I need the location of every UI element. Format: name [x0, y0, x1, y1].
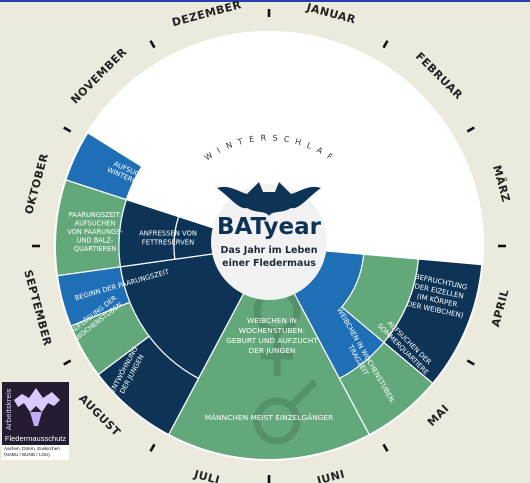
winter-label-char: C	[283, 135, 290, 145]
winter-label-char: W	[203, 150, 215, 162]
label-anfressen-line: ANFRESSEN VON	[139, 230, 197, 238]
winter-label-char: H	[294, 137, 302, 147]
label-anfressen-line: FETTRESERVEN	[142, 239, 194, 247]
month-label-januar: JANUAR	[304, 1, 357, 27]
bat-icon	[217, 182, 321, 216]
year-disk	[54, 31, 484, 461]
month-tick	[382, 40, 389, 49]
month-tick	[149, 40, 156, 49]
winter-label-char: A	[315, 145, 325, 156]
label-weibchen-geburt-line: GEBURT UND AUFZUCHT	[226, 336, 318, 345]
month-label-maerz: MÄRZ	[490, 164, 513, 204]
month-label-april: APRIL	[489, 288, 512, 329]
winter-label-char: I	[215, 146, 221, 155]
winter-label-char: F	[325, 152, 334, 162]
label-maennchen-line: MÄNNCHEN MEIST EINZELGÄNGER	[205, 413, 334, 422]
gender-symbol-icon	[253, 287, 318, 445]
month-label-oktober: OKTOBER	[22, 152, 51, 216]
label-paarungszeit-line: VON PAARUNGS-	[67, 228, 123, 236]
month-label-september: SEPTEMBER	[21, 268, 54, 347]
winter-label-char: R	[260, 133, 266, 142]
logo-bat-icon	[14, 388, 60, 426]
winter-label-char: T	[236, 137, 244, 147]
logo-sub-line1: Aachen, Düren, Euskirchen	[4, 446, 60, 451]
center-circle	[211, 184, 327, 300]
winter-label-char: S	[272, 134, 278, 143]
fledermausschutz-logo: Arbeitskreis Fledermausschutz Aachen, Dü…	[2, 382, 69, 460]
month-tick	[63, 126, 72, 133]
center-title: BATyear	[217, 214, 322, 240]
label-weibchen-geburt-line: WOCHENSTUBEN:	[239, 326, 305, 335]
logo-bat-image	[2, 382, 69, 433]
logo-vertical-text: Arbeitskreis	[5, 388, 13, 430]
label-weibchen-geburt-line: WEIBCHEN IN	[247, 316, 297, 325]
month-label-mai: MAI	[425, 402, 452, 429]
logo-subtitle: Aachen, Düren, Euskirchen (NABU / BUND /…	[4, 446, 68, 457]
winter-label-char: L	[305, 141, 313, 151]
month-ticks	[32, 9, 506, 483]
label-paarungszeit-line: QUARTIEREN	[74, 245, 117, 253]
label-paarungszeit-line: AUFSUCHEN	[75, 220, 116, 228]
label-paarungszeit-line: UND BALZ-	[77, 237, 114, 245]
month-label-dezember: DEZEMBER	[171, 0, 243, 29]
month-tick	[382, 443, 389, 452]
month-tick	[466, 126, 475, 133]
label-paarungszeit-line: PAARUNGSZEIT:	[69, 211, 122, 219]
label-weibchen-geburt-line: DER JUNGEN	[249, 346, 296, 355]
logo-sub-line2: (NABU / BUND / LNU)	[4, 451, 50, 457]
month-tick	[466, 359, 475, 366]
center-subtitle-line2: einer Fledermaus	[222, 258, 316, 269]
label-maennchen: MÄNNCHEN MEIST EINZELGÄNGER	[205, 413, 334, 422]
month-label-august: AUGUST	[76, 392, 123, 439]
aufsuchen-sommerquartiere-sector	[340, 253, 420, 344]
month-tick	[63, 359, 72, 366]
month-label-juni: JUNI	[315, 467, 347, 483]
month-tick	[149, 443, 156, 452]
window-top-border	[0, 0, 530, 2]
winter-label-char: N	[225, 140, 234, 151]
winter-label-char: E	[249, 135, 255, 145]
center-subtitle-line1: Das Jahr im Leben	[221, 245, 318, 256]
month-label-juli: JULI	[192, 467, 222, 483]
logo-name: Fledermausschutz	[2, 433, 69, 445]
